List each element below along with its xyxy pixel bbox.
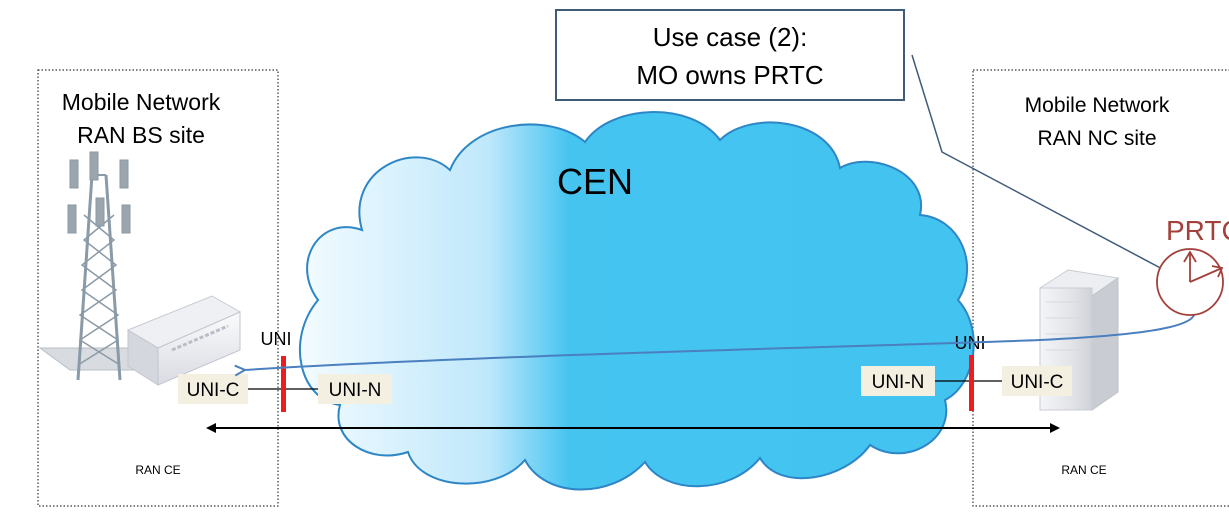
left-site-title-line1: Mobile Network	[62, 89, 221, 115]
left-uni-c-box	[178, 374, 248, 404]
switch-icon	[126, 295, 242, 386]
callout-box	[555, 9, 905, 101]
left-site-title-line2: RAN BS site	[77, 122, 205, 148]
callout-line2: MO owns PRTC	[636, 60, 823, 90]
right-site-box	[972, 69, 1229, 507]
left-uni-bar	[281, 356, 286, 412]
right-uni-c-box	[1002, 366, 1072, 396]
right-uni-n-box	[861, 366, 935, 396]
right-uni-c-label: UNI-C	[1011, 372, 1064, 393]
cell-tower-icon	[38, 151, 172, 381]
callout-pointer	[911, 54, 1169, 273]
cen-cloud	[298, 111, 975, 491]
right-ran-ce-label: RAN CE	[1061, 463, 1106, 477]
left-uni-n-label: UNI-N	[329, 380, 382, 401]
left-ran-ce-label: RAN CE	[135, 463, 180, 477]
prtc-label: PRTC	[1166, 215, 1229, 246]
right-site-title-line2: RAN NC site	[1037, 127, 1156, 150]
cloud-label: CEN	[557, 161, 633, 202]
right-uni-n-label: UNI-N	[872, 372, 925, 393]
callout-line1: Use case (2):	[653, 22, 808, 52]
right-uni-bar	[969, 355, 974, 411]
prtc-clock-icon	[1156, 248, 1224, 316]
right-site-title-line1: Mobile Network	[1025, 94, 1170, 117]
left-site-box	[37, 69, 279, 507]
timing-path	[244, 314, 1195, 370]
left-uni-n-box	[318, 374, 392, 404]
left-uni-label: UNI	[261, 329, 292, 349]
left-uni-c-label: UNI-C	[187, 380, 240, 401]
